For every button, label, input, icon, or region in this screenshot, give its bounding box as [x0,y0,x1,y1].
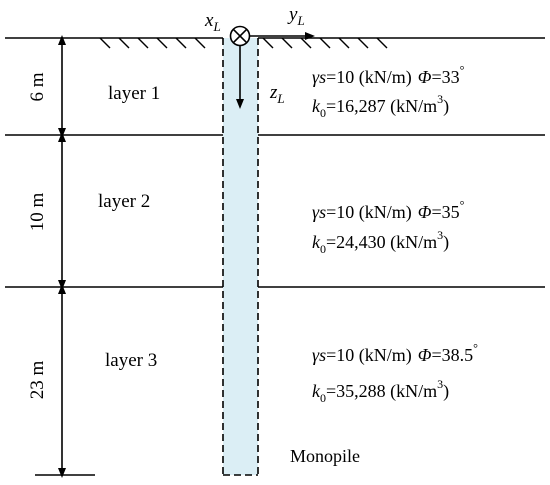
hatch-mark [118,37,130,49]
layer-name-1: layer 1 [108,83,160,104]
hatch-mark [156,37,168,49]
hatch-mark [281,37,293,49]
thickness-label-layer-1: 6 m [27,72,48,101]
hatch-mark [338,37,350,49]
hatch-mark [137,37,149,49]
monopile [223,38,258,475]
thickness-label-layer-3: 23 m [27,361,48,400]
thickness-label-layer-2: 10 m [27,193,48,232]
hatch-mark [194,37,206,49]
x-axis-out-of-plane-icon [229,25,251,47]
layer-name-2: layer 2 [98,191,150,212]
hatch-mark [300,37,312,49]
layer-1-stiffness: k0=16,287 (kN/m3) [312,92,449,120]
x-axis-label: xL [204,10,221,34]
layer-1-gamma-phi: γs=10 (kN/m)Φ=33° [312,63,465,88]
ground-hatching [99,37,388,49]
monopile-label: Monopile [290,446,360,466]
hatch-mark [175,37,187,49]
layer-name-3: layer 3 [105,350,157,371]
hatch-mark [262,37,274,49]
y-axis-label: yL [287,4,305,28]
z-axis-label: zL [269,82,285,106]
hatch-mark [99,37,111,49]
layer-2-gamma-phi: γs=10 (kN/m)Φ=35° [312,198,465,223]
layer-3-gamma-phi: γs=10 (kN/m)Φ=38.5° [312,341,478,366]
hatch-mark [357,37,369,49]
layer-3-stiffness: k0=35,288 (kN/m3) [312,377,449,405]
hatch-mark [319,37,331,49]
layer-2-stiffness: k0=24,430 (kN/m3) [312,228,449,256]
hatch-mark [376,37,388,49]
